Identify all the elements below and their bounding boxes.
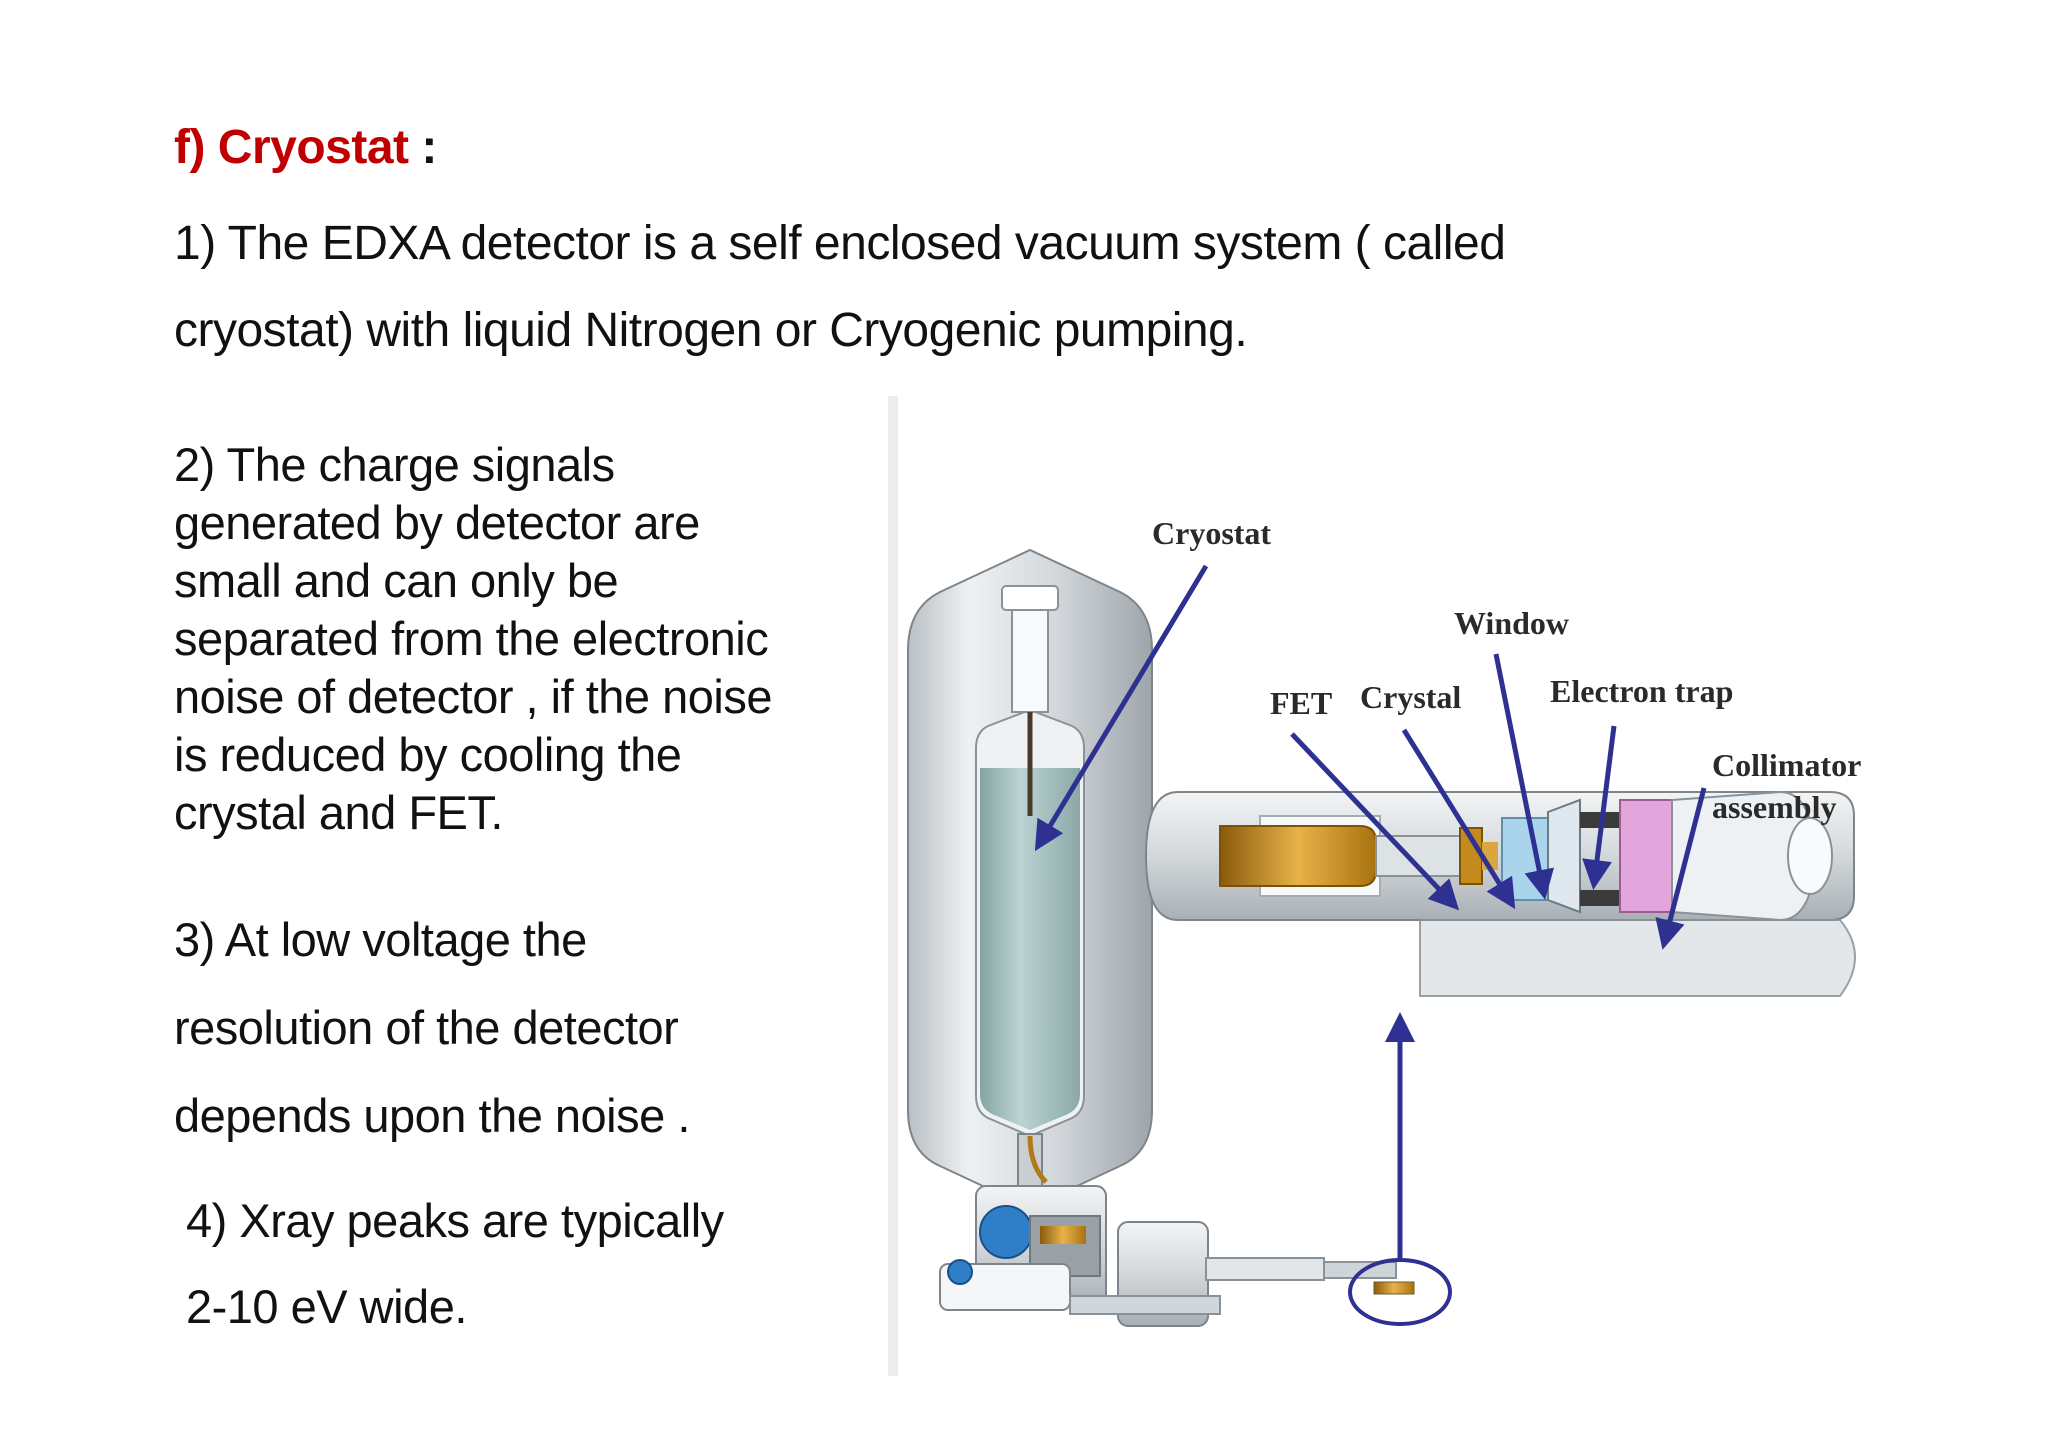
point-3-line-3: depends upon the noise . [174,1089,690,1142]
window-part [1547,798,1581,914]
point-4-line-2: 2-10 eV wide. [186,1280,467,1333]
figure-divider [888,396,898,1376]
point-2-line-4: separated from the electronic [174,612,769,665]
detector-element-small [1373,1281,1415,1295]
label-fet: FET [1270,685,1332,721]
label-cryostat: Cryostat [1152,515,1271,551]
dewar-vessel [907,548,1153,1210]
label-window: Window [1454,605,1569,641]
edx-detector-figure: Cryostat Window FET Crystal Electron tra… [880,396,2048,1396]
point-2-line-2: generated by detector are [174,496,700,549]
point-1-line-2: cryostat) with liquid Nitrogen or Cryoge… [174,304,1248,357]
point-2-line-5: noise of detector , if the noise [174,670,772,723]
point-2-line-3: small and can only be [174,554,619,607]
label-collimator-line-2: assembly [1712,789,1836,825]
point-2-line-6: is reduced by cooling the [174,728,682,781]
slide-heading: f) Cryostat : [174,118,437,178]
label-collimator-line-1: Collimator [1712,747,1861,783]
edx-detector-diagram: Cryostat Window FET Crystal Electron tra… [907,515,1861,1327]
point-2-line-1: 2) The charge signals [174,438,615,491]
collimator-part [1619,799,1673,913]
annotation-arrows [1034,564,1707,1258]
point-2-paragraph: 2) The charge signals generated by detec… [174,436,772,842]
heading-colon: : [408,121,437,174]
point-3-line-2: resolution of the detector [174,1001,679,1054]
point-1-line-1: 1) The EDXA detector is a self enclosed … [174,217,1506,270]
heading-label: f) Cryostat [174,121,409,174]
label-crystal: Crystal [1360,679,1461,715]
point-2-line-7: crystal and FET. [174,786,503,839]
preamp-housing [939,1185,1397,1327]
detector-highlight-ellipse [1348,1258,1452,1326]
point-3-line-1: 3) At low voltage the [174,913,587,966]
point-4-line-1: 4) Xray peaks are typically [186,1194,724,1247]
point-4-paragraph: 4) Xray peaks are typically 2-10 eV wide… [186,1178,724,1350]
point-1-paragraph: 1) The EDXA detector is a self enclosed … [174,200,1506,374]
label-electron-trap: Electron trap [1550,673,1733,709]
point-3-paragraph: 3) At low voltage the resolution of the … [174,896,690,1160]
